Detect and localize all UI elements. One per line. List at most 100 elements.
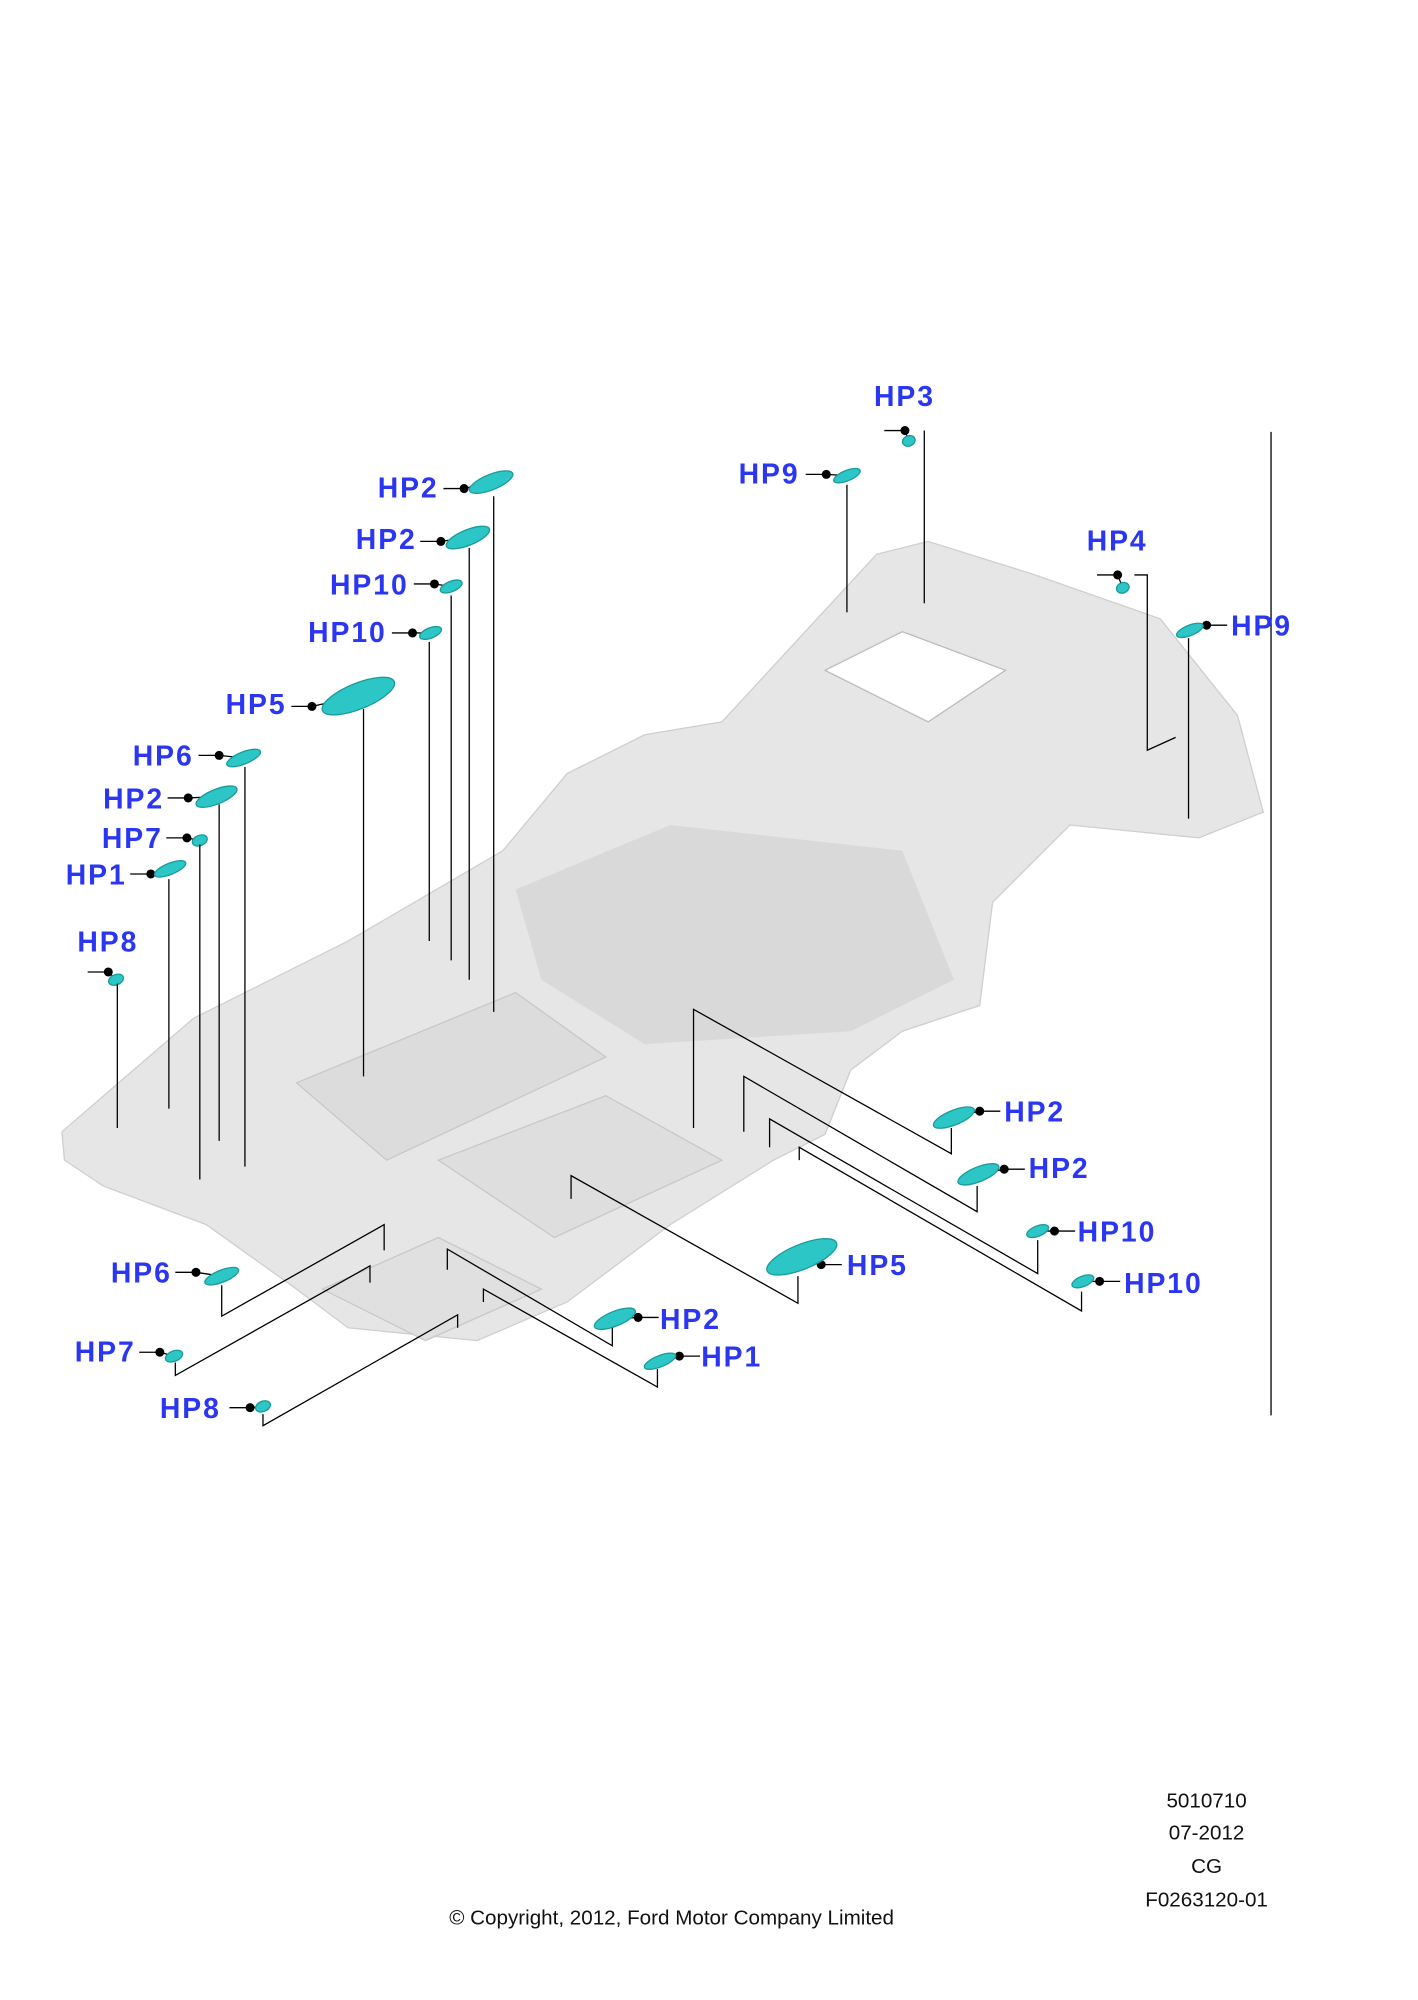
code-date: 07-2012 — [1169, 1822, 1245, 1845]
plug-part-icon — [195, 785, 238, 808]
callout-label: HP2 — [1029, 1153, 1090, 1185]
plug-part-icon — [321, 676, 396, 716]
plug-part-icon — [226, 748, 262, 768]
callout-label: HP8 — [77, 926, 138, 958]
location-leader — [570, 1174, 799, 1305]
location-leader — [221, 1223, 385, 1318]
callout-hp2: HP2 — [446, 1247, 719, 1347]
callout-label: HP7 — [75, 1336, 136, 1368]
leader-dot — [408, 628, 418, 638]
plug-part-icon — [418, 625, 443, 641]
leader-dot — [191, 1267, 201, 1277]
callout-hp10: HP10 — [308, 617, 443, 942]
callout-label: HP10 — [308, 617, 387, 649]
leader-dot — [146, 869, 156, 879]
plug-part-icon — [1071, 1274, 1095, 1289]
callout-label: HP2 — [378, 473, 439, 505]
callout-label: HP10 — [330, 569, 409, 601]
leader-dot — [674, 1351, 684, 1361]
callout-hp8: HP8 — [160, 1313, 459, 1427]
plug-part-icon — [1115, 581, 1130, 594]
callout-label: HP5 — [847, 1250, 908, 1282]
callout-hp10: HP10 — [768, 1117, 1154, 1275]
callout-label: HP7 — [102, 823, 163, 855]
callout-hp2: HP2 — [356, 524, 491, 980]
callout-hp1: HP1 — [482, 1287, 762, 1389]
location-leader — [482, 1287, 659, 1389]
leader-dot — [1202, 620, 1212, 630]
leader-dot — [103, 967, 113, 977]
callout-hp4: HP4 — [1087, 525, 1176, 752]
callout-hp2: HP2 — [743, 1075, 1090, 1213]
callout-hp8: HP8 — [77, 926, 138, 1128]
callout-label: HP9 — [1231, 611, 1292, 643]
callout-hp10: HP10 — [798, 1146, 1203, 1313]
callout-hp5: HP5 — [570, 1174, 908, 1305]
plug-part-icon — [901, 434, 916, 447]
leader-dot — [900, 426, 910, 436]
location-leader — [446, 1247, 613, 1347]
callout-hp5: HP5 — [226, 676, 396, 1077]
plug-part-icon — [164, 1349, 184, 1363]
leader-dot — [975, 1106, 985, 1116]
callout-hp2: HP2 — [378, 470, 514, 1012]
callout-hp9: HP9 — [739, 458, 861, 613]
callout-label: HP4 — [1087, 525, 1148, 557]
leader-dot — [459, 484, 469, 494]
callout-label: HP3 — [874, 381, 935, 413]
leader-dot — [214, 750, 224, 760]
leader-dot — [307, 701, 317, 711]
callout-hp6: HP6 — [133, 741, 262, 1167]
leader-dot — [821, 469, 831, 479]
leader-dot — [1049, 1226, 1059, 1236]
plug-part-icon — [191, 834, 208, 847]
plug-part-icon — [932, 1106, 976, 1129]
leader-dot — [429, 579, 439, 589]
plug-part-icon — [468, 470, 514, 495]
copyright-text: © Copyright, 2012, Ford Motor Company Li… — [449, 1907, 894, 1930]
code-number: 5010710 — [1166, 1789, 1246, 1812]
location-leader — [743, 1075, 978, 1213]
leader-dot — [155, 1347, 165, 1357]
leader-dot — [182, 833, 192, 843]
callout-hp7: HP7 — [102, 823, 208, 1180]
callout-hp2: HP2 — [692, 1008, 1065, 1155]
plug-part-icon — [204, 1266, 240, 1286]
location-leader — [798, 1146, 1083, 1313]
callout-label: HP2 — [1004, 1096, 1065, 1128]
plug-part-icon — [445, 525, 491, 550]
plug-part-icon — [153, 860, 187, 878]
code-figure: F0263120-01 — [1145, 1889, 1268, 1912]
callout-hp2: HP2 — [103, 783, 238, 1141]
leader-dot — [245, 1403, 255, 1413]
callout-hp6: HP6 — [111, 1223, 385, 1318]
leader-dot — [1113, 570, 1123, 580]
callout-hp9: HP9 — [1175, 611, 1292, 819]
leader-dot — [1095, 1276, 1105, 1286]
location-leader — [174, 1264, 371, 1377]
callout-label: HP10 — [1124, 1268, 1203, 1300]
plug-part-icon — [1026, 1223, 1050, 1239]
callout-hp7: HP7 — [75, 1264, 371, 1377]
leader-dot — [436, 536, 446, 546]
location-leader — [262, 1313, 459, 1427]
plug-part-icon — [832, 467, 861, 484]
location-leader — [768, 1117, 1039, 1275]
location-leader — [692, 1008, 952, 1155]
callout-label: HP2 — [356, 524, 417, 556]
vehicle-floor-pan — [61, 540, 1265, 1342]
callout-label: HP6 — [133, 741, 194, 773]
callout-label: HP1 — [701, 1341, 762, 1373]
callout-hp3: HP3 — [874, 381, 935, 604]
callout-label: HP9 — [739, 458, 800, 490]
callout-label: HP1 — [66, 859, 127, 891]
plug-part-icon — [957, 1163, 1000, 1186]
callout-label: HP5 — [226, 689, 287, 721]
leader-dot — [183, 793, 193, 803]
leader-dot — [999, 1164, 1009, 1174]
callout-label: HP2 — [103, 783, 164, 815]
plug-part-icon — [254, 1400, 272, 1413]
callout-label: HP8 — [160, 1393, 221, 1425]
